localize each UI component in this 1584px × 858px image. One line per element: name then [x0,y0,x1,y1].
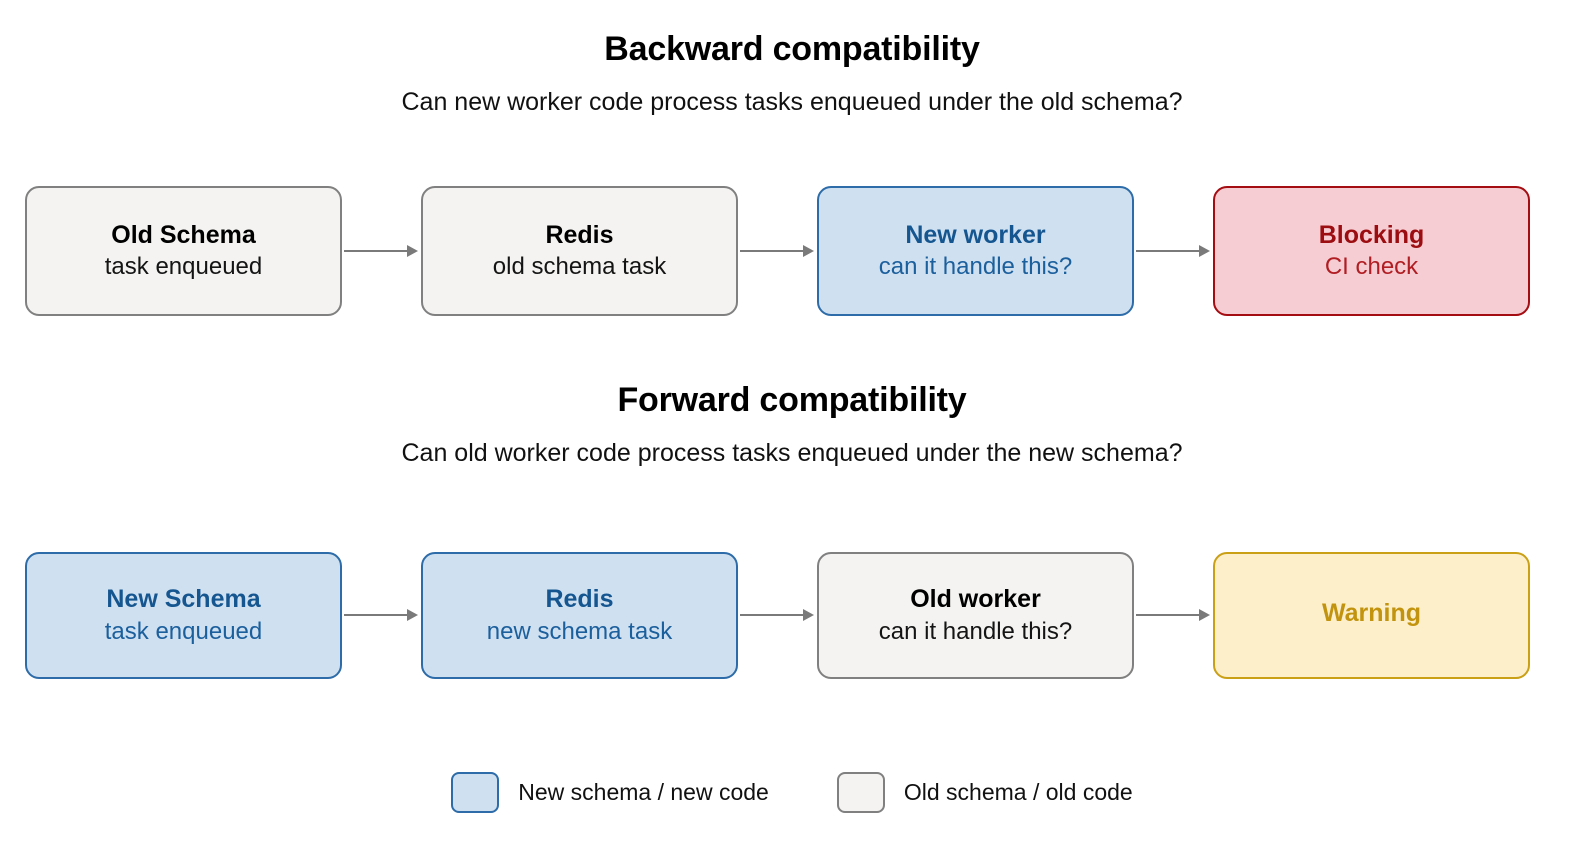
forward-compatibility-flow: New Schema task enqueued Redis new schem… [0,552,1584,684]
arrow-head-icon [407,245,418,257]
node-new-worker[interactable]: New worker can it handle this? [817,186,1134,316]
node-subtitle: new schema task [486,617,673,645]
legend-item-old-schema: Old schema / old code [836,771,1133,813]
node-redis-old[interactable]: Redis old schema task [421,186,738,316]
arrow-shaft [1136,250,1199,252]
legend-label-new: New schema / new code [518,778,769,805]
node-title: New Schema [106,585,261,614]
arrow-head-icon [407,609,418,621]
arrow-new-worker-to-blocking [1136,245,1210,257]
node-redis-new[interactable]: Redis new schema task [421,552,738,679]
arrow-old-worker-to-warning [1136,609,1210,621]
node-subtitle: can it handle this? [878,253,1073,281]
backward-compatibility-title: Backward compatibility [604,30,980,68]
legend-item-new-schema: New schema / new code [451,771,769,813]
arrow-old-schema-to-redis [344,245,418,257]
arrow-shaft [344,614,407,616]
arrow-shaft [740,614,803,616]
backward-compatibility-subtitle: Can new worker code process tasks enqueu… [401,88,1183,116]
node-title: Redis [545,220,614,249]
node-old-schema[interactable]: Old Schema task enqueued [25,186,342,316]
backward-compatibility-flow: Old Schema task enqueued Redis old schem… [0,186,1584,318]
arrow-head-icon [1199,609,1210,621]
node-subtitle: CI check [1324,253,1419,281]
node-subtitle: task enqueued [104,617,263,645]
forward-compatibility-subtitle: Can old worker code process tasks enqueu… [401,439,1183,467]
arrow-shaft [740,250,803,252]
arrow-head-icon [1199,245,1210,257]
arrow-shaft [344,250,407,252]
node-old-worker[interactable]: Old worker can it handle this? [817,552,1134,679]
legend-swatch-new-icon [451,771,500,813]
node-title: New worker [905,220,1046,249]
node-blocking-ci-check[interactable]: Blocking CI check [1213,186,1530,316]
node-title: Warning [1321,599,1422,628]
arrow-shaft [1136,614,1199,616]
node-title: Blocking [1318,220,1425,249]
node-title: Old worker [910,585,1041,614]
forward-compatibility-title: Forward compatibility [617,381,967,419]
node-title: Redis [545,585,614,614]
legend-label-old: Old schema / old code [903,778,1133,805]
node-subtitle: task enqueued [104,253,263,281]
arrow-redis-to-old-worker [740,609,814,621]
arrow-new-schema-to-redis [344,609,418,621]
node-warning[interactable]: Warning [1213,552,1530,679]
legend: New schema / new code Old schema / old c… [0,762,1584,822]
node-subtitle: can it handle this? [878,617,1073,645]
arrow-head-icon [803,609,814,621]
node-new-schema[interactable]: New Schema task enqueued [25,552,342,679]
node-title: Old Schema [111,220,256,249]
node-subtitle: old schema task [492,253,667,281]
arrow-head-icon [803,245,814,257]
legend-swatch-old-icon [836,771,885,813]
arrow-redis-to-new-worker [740,245,814,257]
